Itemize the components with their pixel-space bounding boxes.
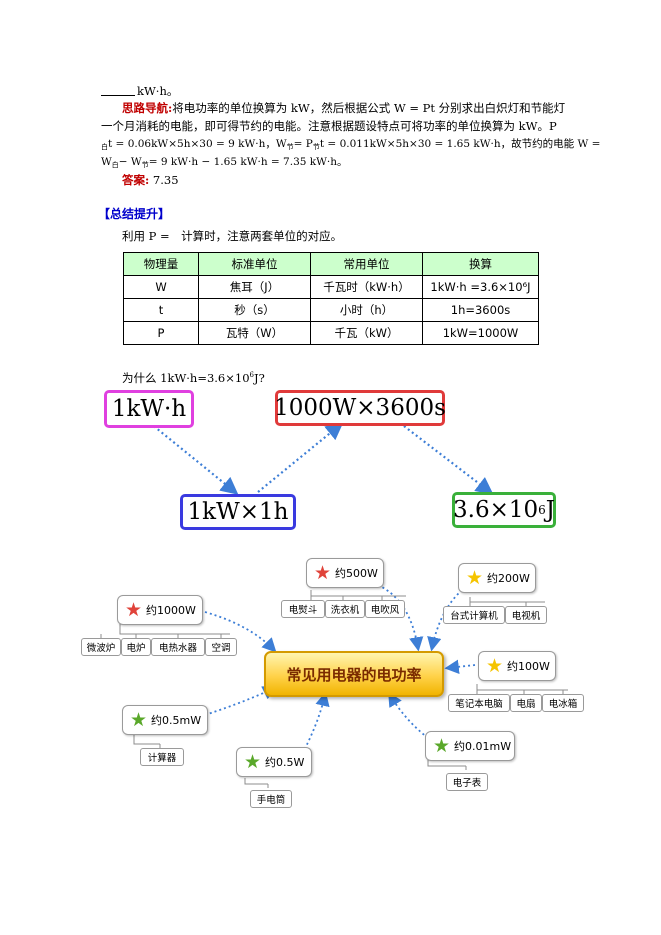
box-kw-times-h: 1kW×1h — [180, 494, 296, 530]
hint-line-4: W白− W节= 9 kW·h − 1.65 kW·h = 7.35 kW·h。 — [101, 153, 348, 174]
node-label: 约0.01mW — [454, 740, 512, 753]
superscript: 6 — [249, 371, 254, 379]
result-unit: J — [545, 497, 555, 523]
table-header: 常用单位 — [310, 252, 423, 276]
green-star-icon: ★ — [130, 708, 148, 731]
answer-value: 7.35 — [152, 173, 179, 187]
node-label: 约500W — [335, 567, 378, 580]
red-star-icon: ★ — [125, 598, 143, 621]
table-cell: 千瓦时（kW·h） — [310, 275, 423, 299]
subscript: 节 — [141, 161, 149, 169]
node-100w: ★约100W — [478, 651, 556, 681]
box-product: 1000W×3600s — [274, 390, 446, 426]
summary-title: 【总结提升】 — [98, 207, 171, 221]
leaf-item: 笔记本电脑 — [448, 694, 510, 712]
leaf-item: 洗衣机 — [325, 600, 365, 618]
node-200w: ★约200W — [458, 563, 536, 593]
yellow-star-icon: ★ — [466, 566, 484, 589]
leaf-item: 电扇 — [510, 694, 542, 712]
summary-note: 利用 P = 计算时，注意两套单位的对应。 — [122, 229, 343, 243]
hint-text-2: 一个月消耗的电能，即可得节约的电能。注意根据题设特点可将功率的单位换算为 kW。… — [101, 119, 557, 133]
question-part: 为什么 1kW·h=3.6×10 — [122, 371, 250, 385]
leaf-item: 电视机 — [505, 606, 547, 624]
leaf-item: 电子表 — [446, 773, 488, 791]
question-text: 为什么 1kW·h=3.6×106J? — [122, 366, 265, 387]
table-cell: P — [123, 321, 199, 345]
table-header: 物理量 — [123, 252, 199, 276]
table-cell: t — [123, 298, 199, 322]
answer-blank — [101, 84, 135, 96]
leaf-item: 手电筒 — [250, 790, 292, 808]
node-label: 约0.5mW — [151, 714, 202, 727]
hint-line-3: 白t = 0.06kW×5h×30 = 9 kW·h，W节= P节t = 0.0… — [101, 135, 600, 156]
node-label: 约200W — [487, 572, 530, 585]
leaf-item: 台式计算机 — [443, 606, 505, 624]
leaf-item: 电熨斗 — [281, 600, 325, 618]
yellow-star-icon: ★ — [486, 654, 504, 677]
answer-row: 答案: 7.35 — [122, 171, 179, 189]
leaf-item: 电热水器 — [151, 638, 205, 656]
hint-text-3b: = P — [293, 138, 313, 150]
subscript: 节 — [312, 143, 320, 151]
hint-text-4c: = 9 kW·h − 1.65 kW·h = 7.35 kW·h。 — [148, 156, 348, 168]
node-05w: ★约0.5W — [236, 747, 312, 777]
table-header: 标准单位 — [198, 252, 311, 276]
node-label: 约100W — [507, 660, 550, 673]
green-star-icon: ★ — [244, 750, 262, 773]
box-kwh: 1kW·h — [104, 390, 194, 428]
hint-text-4b: − W — [118, 156, 142, 168]
result-base: 3.6×10 — [453, 497, 539, 523]
subscript: 白 — [101, 143, 108, 151]
table-cell: 1kW=1000W — [422, 321, 539, 345]
leaf-item: 电吹风 — [365, 600, 405, 618]
node-label: 约1000W — [146, 604, 196, 617]
leaf-item: 计算器 — [140, 748, 184, 766]
leaf-item: 电冰箱 — [542, 694, 584, 712]
subscript: 节 — [286, 143, 294, 151]
node-label: 约0.5W — [265, 756, 305, 769]
units-table: 物理量 标准单位 常用单位 换算 W 焦耳（J） 千瓦时（kW·h） 1kW·h… — [123, 252, 539, 345]
node-05mw: ★约0.5mW — [122, 705, 208, 735]
hint-text-3c: t = 0.011kW×5h×30 = 1.65 kW·h，故节约的电能 W = — [319, 138, 601, 150]
unit-text: kW·h。 — [137, 84, 179, 98]
hint-label: 思路导航: — [122, 101, 173, 115]
node-500w: ★约500W — [306, 558, 384, 588]
table-cell: 瓦特（W） — [198, 321, 311, 345]
subscript: 白 — [111, 161, 119, 169]
answer-label: 答案: — [122, 173, 150, 187]
leaf-item: 微波炉 — [81, 638, 121, 656]
node-001mw: ★约0.01mW — [425, 731, 515, 761]
result-exponent: 6 — [538, 503, 546, 517]
green-star-icon: ★ — [433, 734, 451, 757]
hint-line-1: 思路导航:将电功率的单位换算为 kW，然后根据公式 W = Pt 分别求出白炽灯… — [122, 99, 565, 117]
question-part: J? — [254, 371, 265, 385]
leaf-item: 空调 — [205, 638, 237, 656]
hint-text-3: t = 0.06kW×5h×30 = 9 kW·h，W — [108, 138, 287, 150]
mindmap-center: 常见用电器的电功率 — [264, 651, 444, 697]
leaf-item: 电炉 — [121, 638, 151, 656]
table-header-row: 物理量 标准单位 常用单位 换算 — [123, 252, 539, 276]
hint-line-2: 一个月消耗的电能，即可得节约的电能。注意根据题设特点可将功率的单位换算为 kW。… — [101, 117, 557, 135]
hint-text-4a: W — [101, 156, 112, 168]
red-star-icon: ★ — [314, 561, 332, 584]
hint-text-1: 将电功率的单位换算为 kW，然后根据公式 W = Pt 分别求出白炽灯和节能灯 — [172, 101, 566, 115]
node-1000w: ★约1000W — [117, 595, 203, 625]
answer-line: kW·h。 — [101, 82, 178, 100]
table-row: P 瓦特（W） 千瓦（kW） 1kW=1000W — [123, 321, 539, 345]
table-cell: 千瓦（kW） — [310, 321, 423, 345]
